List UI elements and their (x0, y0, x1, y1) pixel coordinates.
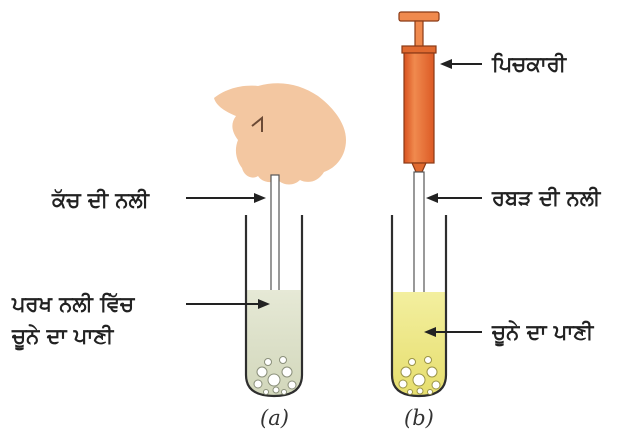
arrow-rubber-tube-head (426, 193, 438, 203)
label-glass-tube: ਕੱਚ ਦੀ ਨਲੀ (52, 186, 149, 214)
label-test-tube-line2: ਚੂਨੇ ਦਾ ਪਾਣੀ (12, 322, 113, 350)
arrow-glass-tube-head (254, 193, 266, 203)
apparatus-a (214, 83, 346, 396)
label-test-tube-line1: ਪਰਖ ਨਲੀ ਵਿੱਚ (12, 290, 134, 318)
caption-b: (b) (404, 406, 434, 430)
apparatus-b (392, 12, 446, 396)
syringe-body (404, 53, 434, 163)
caption-a: (a) (260, 406, 289, 430)
plunger-handle (399, 12, 439, 21)
syringe-nozzle (412, 163, 426, 172)
label-lime-water: ਚੂਨੇ ਦਾ ਪਾਣੀ (492, 318, 593, 346)
face-illustration (214, 83, 346, 184)
arrow-syringe-head (440, 59, 452, 69)
label-rubber-tube: ਰਬੜ ਦੀ ਨਲੀ (492, 184, 600, 212)
label-syringe: ਪਿਚਕਾਰੀ (492, 50, 566, 78)
syringe-flange (402, 46, 436, 53)
plunger-rod (415, 21, 423, 47)
